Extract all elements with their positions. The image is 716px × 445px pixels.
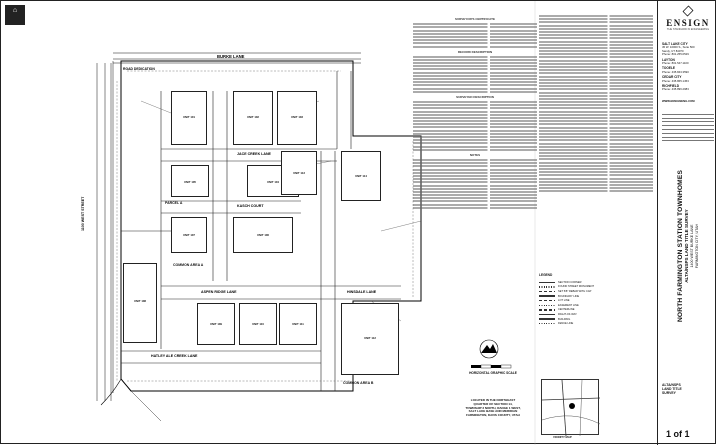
- street-burke-lane: BURKE LANE: [217, 54, 245, 59]
- unit-block: UNIT 111: [279, 303, 317, 345]
- legend-row: BUILDING: [539, 317, 655, 322]
- notes-column-1: SURVEYOR'S CERTIFICATE RECORD DESCRIPTIO…: [413, 15, 537, 210]
- project-title-block: NORTH FARMINGTON STATION TOWNHOMES ALTA/…: [662, 170, 714, 322]
- legend-row: EASEMENT LINE: [539, 303, 655, 308]
- unit-block: UNIT 109: [197, 303, 235, 345]
- graphic-scale-caption: HORIZONTAL GRAPHIC SCALE: [469, 371, 517, 375]
- notes-column-2: [539, 15, 653, 194]
- parcel-a-label: PARCEL A: [165, 201, 183, 205]
- surveyor-certificate-heading: SURVEYOR'S CERTIFICATE: [455, 17, 495, 21]
- legend-row: BOUNDARY LINE: [539, 294, 655, 299]
- legend-row: LOT LINE: [539, 298, 655, 303]
- notes-heading: NOTES: [469, 152, 481, 157]
- website-link[interactable]: WWW.ENSIGNENG.COM: [662, 99, 695, 103]
- vicinity-map: [541, 379, 601, 437]
- office-list: SALT LAKE CITY 45 W. 10000 S., Suite 500…: [662, 42, 695, 92]
- unit-block: UNIT 102: [233, 91, 273, 145]
- unit-block: UNIT 110: [239, 303, 277, 345]
- road-dedication-label: ROAD DEDICATION: [123, 67, 155, 71]
- ensign-mark-icon: [682, 5, 694, 17]
- client-logo: ⌂: [5, 5, 25, 25]
- unit-block: UNIT 105: [171, 165, 209, 197]
- unit-block: UNIT 113: [281, 151, 317, 195]
- sheet-name: ALTA/NSPS LAND TITLE SURVEY: [662, 383, 682, 396]
- vicinity-map-caption: VICINITY MAP: [553, 435, 572, 439]
- survey-subtitle: ALTA/NSPS LAND TITLE SURVEY: [684, 209, 689, 283]
- legend-row: FOUND STREET MONUMENT: [539, 285, 655, 290]
- legend-row: RIGHT-OF-WAY: [539, 312, 655, 317]
- location-description: LOCATED IN THE NORTHEAST QUARTER OF SECT…: [465, 398, 521, 418]
- project-address-line2: FARMINGTON CITY, UTAH: [695, 223, 699, 269]
- legend-row: SECTION CORNER: [539, 280, 655, 285]
- unit-block: UNIT 107: [171, 217, 207, 253]
- unit-block: UNIT 114: [341, 151, 381, 201]
- legend-title: LEGEND: [539, 273, 553, 277]
- unit-block: UNIT 106: [233, 217, 293, 253]
- legend-row: FENCE LINE: [539, 321, 655, 326]
- record-description-heading: RECORD DESCRIPTION: [457, 49, 493, 54]
- ensign-logo: ENSIGN THE STANDARD IN ENGINEERING: [662, 5, 714, 31]
- street-hatley-creek: HATLEY ALE CREEK LANE: [151, 354, 198, 358]
- legend-row: CENTERLINE: [539, 308, 655, 313]
- unit-block: UNIT 101: [171, 91, 207, 145]
- project-address-line1: 1400 WEST BURKE LANE: [690, 224, 694, 268]
- unit-block: UNIT 108: [123, 263, 157, 343]
- surveyed-description-heading: SURVEYED DESCRIPTION: [456, 94, 494, 99]
- project-title: NORTH FARMINGTON STATION TOWNHOMES: [677, 169, 684, 323]
- legend: LEGEND SECTION CORNER FOUND STREET MONUM…: [539, 273, 655, 326]
- street-hinsdale: HINSDALE LANE: [347, 290, 377, 294]
- street-aspen-ridge: ASPEN RIDGE LANE: [201, 290, 237, 294]
- street-jace-creek: JACE CREEK LANE: [237, 152, 271, 156]
- title-block: ENSIGN THE STANDARD IN ENGINEERING SALT …: [657, 1, 716, 445]
- street-1100-west: 1100 WEST STREET: [81, 196, 85, 231]
- common-area-b-label: COMMON AREA B: [343, 381, 374, 385]
- street-kasch-court: KASCH COURT: [237, 204, 264, 208]
- sheet-number: 1 of 1: [666, 429, 690, 439]
- unit-block: UNIT 103: [277, 91, 317, 145]
- revision-lines: [662, 111, 714, 142]
- common-area-a-label: COMMON AREA A: [173, 263, 204, 267]
- unit-block: UNIT 112: [341, 303, 399, 375]
- legend-row: SET 5/8" REBAR WITH CAP: [539, 289, 655, 294]
